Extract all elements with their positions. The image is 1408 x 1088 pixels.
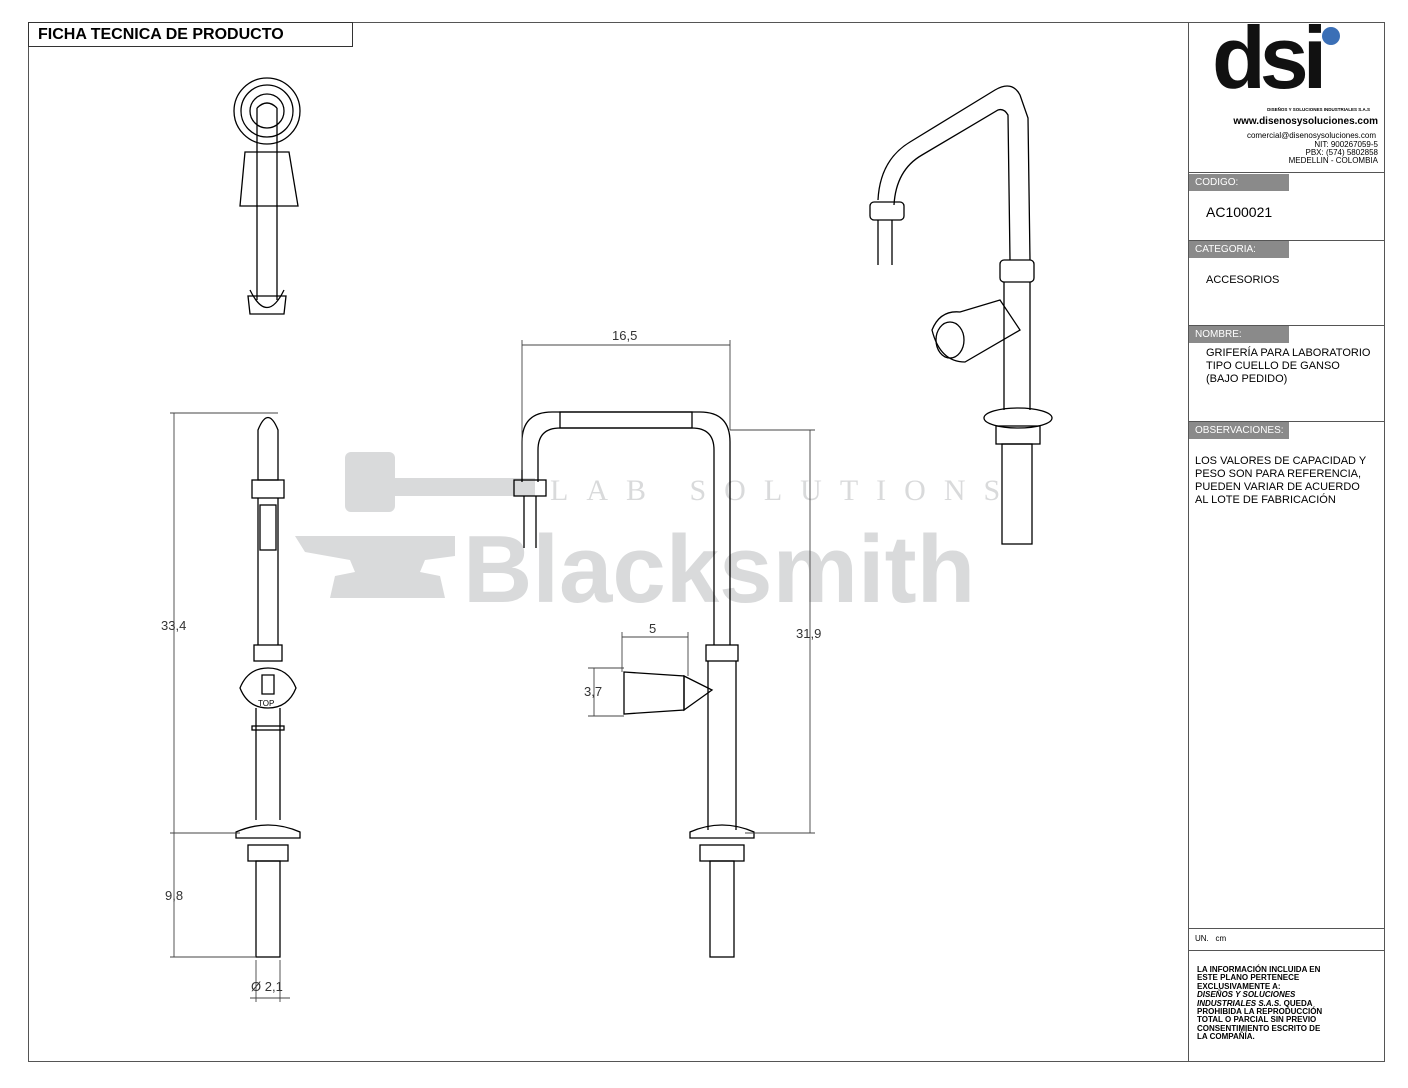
codigo-label: CODIGO: [1189, 174, 1289, 191]
observaciones-line: PESO SON PARA REFERENCIA, [1195, 468, 1362, 480]
divider [1188, 325, 1385, 326]
watermark-hammer-handle [395, 478, 535, 496]
legal-line: LA INFORMACIÓN INCLUIDA EN [1197, 965, 1321, 974]
observaciones-line: PUEDEN VARIAR DE ACUERDO [1195, 481, 1360, 493]
legal-line: EXCLUSIVAMENTE A: [1197, 981, 1281, 991]
company-website[interactable]: www.disenosysoluciones.com [1233, 116, 1378, 127]
divider [1188, 421, 1385, 422]
company-tagline: DISEÑOS Y SOLUCIONES INDUSTRIALES S.A.S [1267, 107, 1370, 112]
legal-line: ESTE PLANO PERTENECE [1197, 973, 1300, 983]
divider [1188, 240, 1385, 241]
watermark: LAB SOLUTIONS Blacksmith [295, 452, 1018, 623]
isometric-view [869, 85, 1053, 545]
company-city: MEDELLIN - COLOMBIA [1288, 156, 1378, 165]
observaciones-value: LOS VALORES DE CAPACIDAD Y PESO SON PARA… [1195, 455, 1370, 507]
categoria-value: ACCESORIOS [1206, 274, 1280, 286]
logo-dot [1322, 27, 1340, 45]
company-pbx: PBX: (574) 5802858 [1305, 148, 1379, 157]
dim-handle-height: 3,7 [584, 684, 602, 699]
front-view [513, 411, 755, 958]
divider [1188, 172, 1385, 173]
dimension-labels: 16,5 33,4 31,9 9,8 Ø 2,1 5 3,7 [161, 328, 821, 994]
legal-line: DISEÑOS Y SOLUCIONES [1197, 990, 1296, 1000]
observaciones-line: LOS VALORES DE CAPACIDAD Y [1195, 455, 1367, 467]
unit-label: UN. [1195, 934, 1209, 943]
logo-text: dsi [1212, 8, 1327, 107]
unit-value: cm [1215, 934, 1227, 943]
dim-width-top: 16,5 [612, 328, 637, 343]
handle-text: TOP [258, 699, 274, 708]
legal-line: TOTAL O PARCIAL SIN PREVIO [1197, 1015, 1317, 1025]
dim-diameter: Ø 2,1 [251, 979, 283, 994]
observaciones-line: AL LOTE DE FABRICACIÓN [1195, 494, 1336, 506]
unit-field: UN. cm [1195, 934, 1226, 943]
company-email[interactable]: comercial@disenosysoluciones.com [1246, 131, 1376, 140]
side-view: TOP [235, 416, 301, 958]
info-panel [1188, 22, 1385, 1062]
nombre-line: (BAJO PEDIDO) [1206, 373, 1288, 385]
dim-handle-length: 5 [649, 621, 656, 636]
legal-line: CONSENTIMIENTO ESCRITO DE [1197, 1023, 1321, 1033]
legal-company: INDUSTRIALES S.A.S. [1197, 998, 1282, 1008]
dim-height-right: 31,9 [796, 626, 821, 641]
divider [1188, 950, 1385, 951]
watermark-hammer-head [345, 452, 395, 512]
watermark-top-text: LAB SOLUTIONS [550, 474, 1018, 507]
top-view [233, 77, 301, 315]
nombre-label: NOMBRE: [1189, 326, 1289, 343]
company-logo: dsi [1212, 8, 1362, 107]
legal-line: PROHIBIDA LA REPRODUCCIÓN [1197, 1007, 1323, 1017]
drawing-frame [28, 22, 1385, 1062]
dim-height-left: 33,4 [161, 618, 186, 633]
dimension-lines [170, 340, 815, 1002]
divider [1188, 928, 1385, 929]
nombre-line: TIPO CUELLO DE GANSO [1206, 360, 1340, 372]
categoria-label: CATEGORIA: [1189, 241, 1289, 258]
nombre-value: GRIFERÍA PARA LABORATORIO TIPO CUELLO DE… [1206, 347, 1381, 386]
watermark-main-text: Blacksmith [463, 516, 975, 623]
codigo-value: AC100021 [1206, 204, 1273, 220]
watermark-anvil [295, 536, 455, 598]
nombre-line: GRIFERÍA PARA LABORATORIO [1206, 347, 1371, 359]
page-title: FICHA TECNICA DE PRODUCTO [28, 22, 353, 47]
dim-lower-left: 9,8 [165, 888, 183, 903]
legal-line: LA COMPAÑÍA. [1197, 1032, 1255, 1042]
legal-line: QUEDA [1281, 998, 1313, 1008]
company-nit: NIT: 900267059-5 [1314, 140, 1378, 149]
observaciones-label: OBSERVACIONES: [1189, 422, 1289, 439]
legal-notice: LA INFORMACIÓN INCLUIDA EN ESTE PLANO PE… [1197, 965, 1323, 1042]
